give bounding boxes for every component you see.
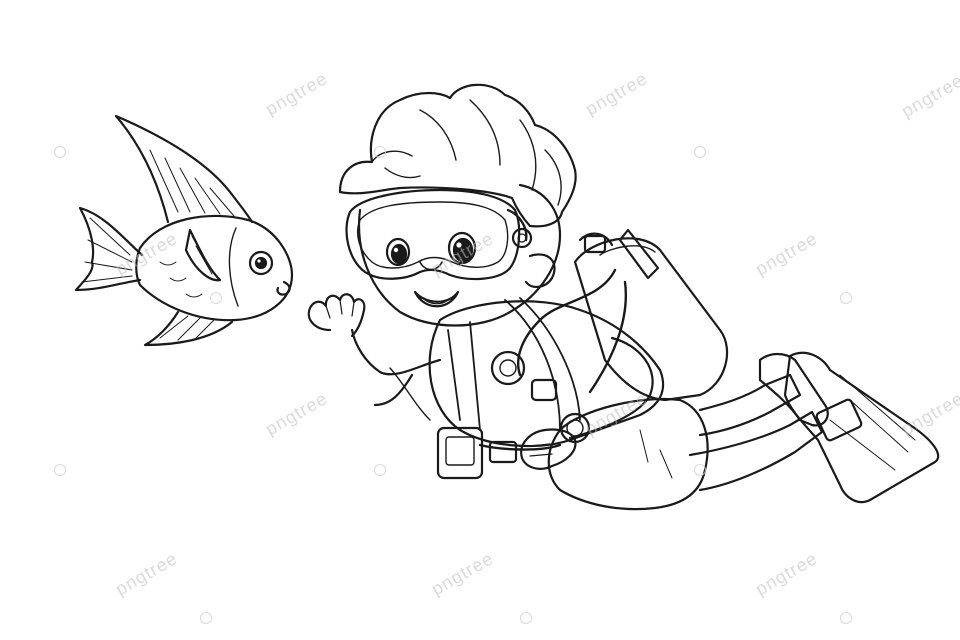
scuba-tank: [573, 228, 729, 402]
diver-front-leg: [688, 410, 824, 492]
watermark-dot-icon: [374, 146, 386, 158]
diver-shorts: [547, 397, 709, 511]
watermark-dot-icon: [840, 292, 852, 304]
harness-buckle: [488, 440, 518, 464]
watermark-dot-icon: [200, 612, 212, 624]
watermark-dot-icon: [210, 292, 222, 304]
watermark-dot-icon: [54, 464, 66, 476]
watermark-dot-icon: [840, 612, 852, 624]
regulator: [490, 350, 526, 386]
diver-raised-hand: [307, 293, 366, 338]
dive-computer: [436, 426, 484, 480]
dive-mask: [345, 188, 521, 281]
watermark-dot-icon: [374, 464, 386, 476]
diver-head: [358, 183, 562, 327]
diver-raised-arm: [350, 328, 442, 376]
diver-torso: [428, 300, 665, 448]
watermark-dot-icon: [520, 612, 532, 624]
diver-mouth: [413, 290, 460, 308]
diver-right-eye: [447, 231, 477, 265]
harness-strap: [447, 297, 581, 431]
fish-pectoral-fin: [184, 228, 222, 282]
fish-bottom-fin: [143, 310, 234, 347]
back-flipper: [758, 352, 829, 427]
watermark-dot-icon: [694, 146, 706, 158]
diver-back-leg: [698, 373, 802, 437]
fish-mouth: [276, 280, 291, 296]
diver-left-eye: [385, 237, 411, 267]
watermark-dot-icon: [694, 464, 706, 476]
front-flipper: [783, 351, 940, 504]
boy-scuba-diver: [307, 83, 940, 511]
diver-ear: [524, 253, 556, 288]
fish-tail-fin: [74, 206, 144, 292]
fish-eye: [248, 250, 274, 276]
diver-hair: [338, 83, 577, 228]
diver-lower-arm: [568, 336, 654, 440]
watermark-dot-icon: [54, 146, 66, 158]
angelfish: [74, 114, 294, 347]
fish-body: [135, 214, 294, 322]
fish-dorsal-fin: [114, 114, 254, 224]
pressure-gauge: [559, 412, 591, 444]
